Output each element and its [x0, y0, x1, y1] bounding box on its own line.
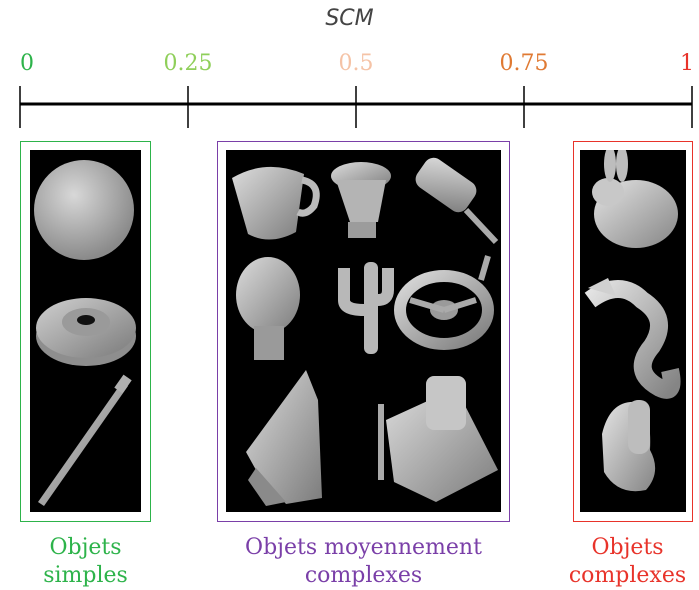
medium-caption-line-1: Objets moyennement	[245, 535, 482, 560]
bunny-object	[592, 146, 678, 248]
tapered-rod-object	[38, 374, 132, 506]
hand-object	[602, 400, 656, 492]
cup-object	[232, 166, 320, 240]
complex-caption-line-1: Objets	[591, 535, 664, 560]
steering-wheel-object	[394, 255, 494, 350]
head-object	[236, 257, 300, 360]
scale-title: SCM	[325, 6, 374, 31]
tick-label-025: 0.25	[163, 51, 213, 76]
simple-caption-line-1: Objets	[49, 535, 122, 560]
complex-objects-box	[573, 141, 693, 522]
simple-objects-caption: Objets simples	[10, 534, 161, 590]
simple-caption-line-2: simples	[43, 563, 128, 588]
scm-scale	[19, 86, 693, 128]
medium-objects-panel	[226, 150, 501, 512]
simple-objects-panel	[30, 150, 141, 512]
complex-objects-panel	[580, 146, 686, 512]
tick-label-1: 1	[680, 51, 694, 76]
dragon-object	[584, 278, 681, 399]
complex-objects-caption: Objets complexes	[556, 534, 699, 590]
cylinder-pipe-object	[415, 157, 499, 245]
medium-objects-caption: Objets moyennement complexes	[210, 534, 517, 590]
disc-rotor-object	[36, 298, 136, 366]
tick-label-075: 0.75	[499, 51, 549, 76]
mechanical-block-object	[378, 376, 498, 502]
sphere-object	[34, 160, 134, 260]
tick-label-0: 0	[20, 51, 34, 76]
cactus-object	[338, 262, 394, 354]
toilet-object	[331, 162, 391, 238]
angled-part-object	[246, 370, 322, 506]
tick-label-05: 0.5	[338, 51, 374, 76]
complex-caption-line-2: complexes	[568, 563, 687, 588]
medium-objects-box	[217, 141, 510, 522]
simple-objects-box	[20, 141, 151, 522]
medium-caption-line-2: complexes	[304, 563, 423, 588]
